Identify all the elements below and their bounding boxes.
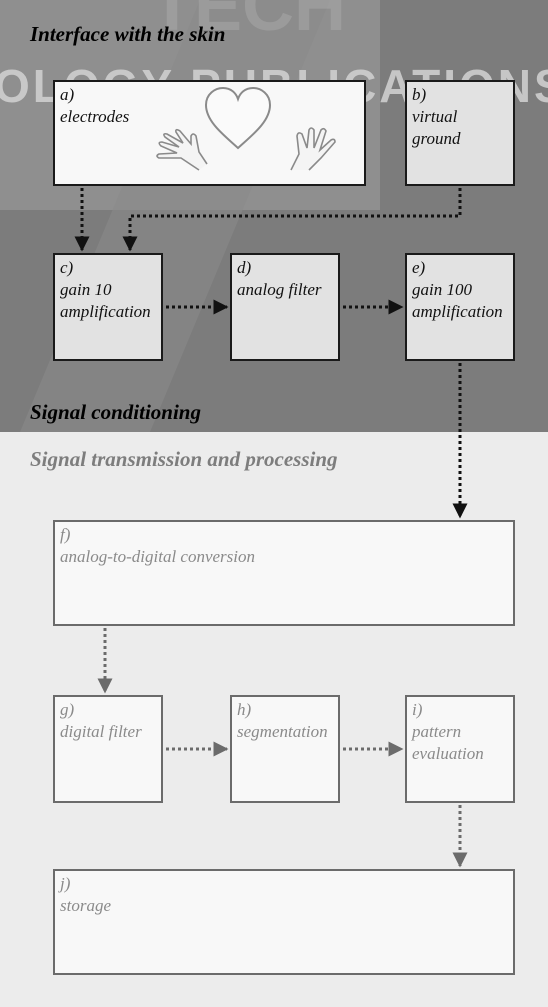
box-letter: j)	[60, 874, 71, 893]
box-gain-100: e) gain 100 amplification	[405, 253, 515, 361]
box-label: analog-to-digital conversion	[60, 547, 256, 566]
box-letter: g)	[60, 700, 75, 719]
box-letter: d)	[237, 258, 252, 277]
box-letter: a)	[60, 85, 75, 104]
box-adc: f) analog-to-digital conversion	[53, 520, 515, 626]
box-label: digital filter	[60, 722, 142, 741]
box-letter: i)	[412, 700, 423, 719]
left-hand-icon	[156, 128, 208, 171]
title-interface-skin: Interface with the skin	[30, 22, 226, 46]
box-pattern-evaluation: i) pattern evaluation	[405, 695, 515, 803]
title-signal-conditioning: Signal conditioning	[30, 400, 201, 424]
box-gain-10: c) gain 10 amplification	[53, 253, 163, 361]
box-label: gain 10 amplification	[60, 280, 151, 321]
box-digital-filter: g) digital filter	[53, 695, 163, 803]
box-letter: e)	[412, 258, 426, 277]
box-letter: f)	[60, 525, 71, 544]
box-label: virtual ground	[412, 107, 461, 148]
box-label: storage	[60, 896, 111, 915]
box-label: electrodes	[60, 107, 130, 126]
right-hand-icon	[290, 127, 336, 171]
box-label: pattern evaluation	[412, 722, 484, 763]
arrow-b-to-c	[122, 188, 462, 252]
box-label: segmentation	[237, 722, 328, 741]
title-signal-transmission: Signal transmission and processing	[30, 447, 338, 471]
watermark-top: TECH	[150, 0, 346, 46]
box-segmentation: h) segmentation	[230, 695, 340, 803]
box-analog-filter: d) analog filter	[230, 253, 340, 361]
box-label: analog filter	[237, 280, 322, 299]
box-storage: j) storage	[53, 869, 515, 975]
heart-icon	[204, 86, 272, 150]
box-letter: c)	[60, 258, 74, 277]
box-virtual-ground: b) virtual ground	[405, 80, 515, 186]
box-label: gain 100 amplification	[412, 280, 503, 321]
box-letter: b)	[412, 85, 427, 104]
box-electrodes: a) electrodes	[53, 80, 366, 186]
box-letter: h)	[237, 700, 252, 719]
